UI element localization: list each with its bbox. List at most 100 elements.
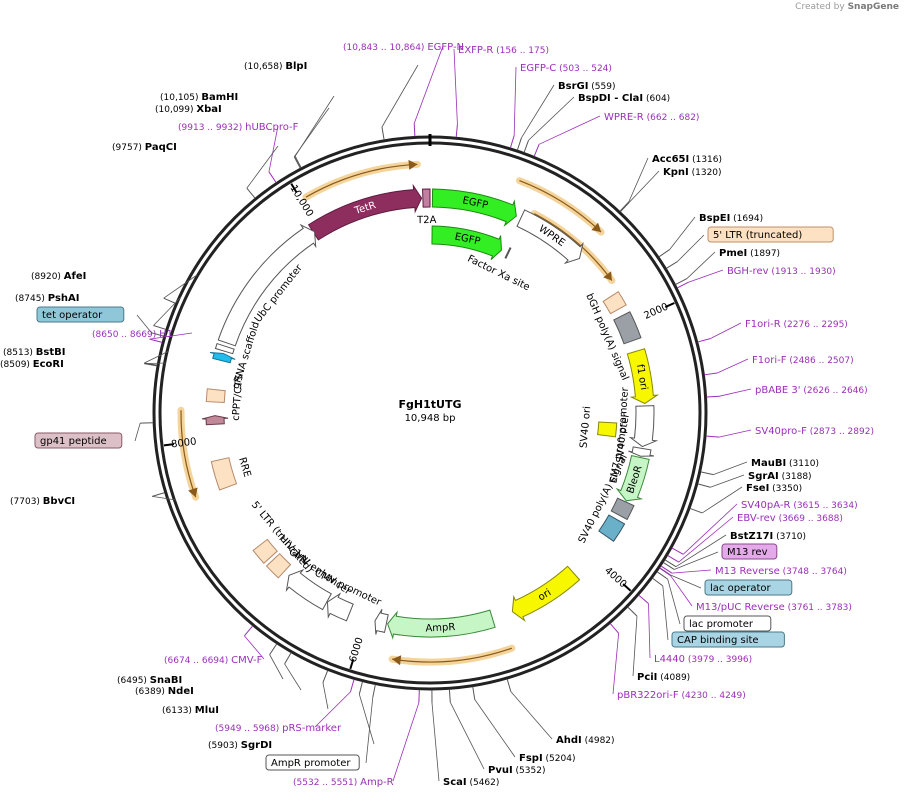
primer-coord: (3615 .. 3634) (790, 501, 857, 511)
feature-grna (214, 342, 235, 355)
feature-ltr5b (252, 538, 278, 564)
leader-outer-paqci (246, 145, 279, 189)
feature-label-sv40promoter: SV40 promoter (615, 386, 631, 463)
leader-inner-fspi (472, 686, 476, 700)
label-blpi: (10,658) BlpI (244, 61, 419, 140)
label-cap: CAP binding site (652, 577, 785, 648)
label-amp-r: (5532 .. 5551) Amp-R (293, 689, 420, 788)
enzyme-coord: (8745) (15, 294, 48, 304)
leader-inner-prs-marker (349, 679, 355, 693)
leader-inner-blpi (381, 126, 385, 140)
leader-inner-pbabe3 (706, 395, 720, 398)
primer-name: EBV-rev (737, 513, 776, 524)
primer-text-f1ori-r: F1ori-R (2276 .. 2295) (745, 319, 848, 330)
enzyme-coord: (4982) (582, 736, 615, 746)
enzyme-name: BspEI (699, 213, 730, 224)
enzyme-name: BspDI (578, 93, 611, 104)
enzyme-text-blpi: (10,658) BlpI (244, 61, 307, 72)
enzyme-name: BstZ17I (730, 531, 773, 542)
leader-inner-maubi (700, 471, 714, 476)
primer-text-f1ori-f: F1ori-F (2486 .. 2507) (752, 355, 854, 366)
leader-outer-pmei (686, 251, 716, 279)
leader-inner-pbr322 (609, 623, 620, 634)
orf-arrowhead-orf5 (188, 487, 198, 498)
orf-layer (177, 159, 616, 666)
feature-box-text-tet-operator: tet operator (42, 310, 103, 321)
enzyme-coord: (559) (588, 82, 615, 92)
leader-outer-m13reverse (671, 569, 712, 574)
enzyme-text-bamhi: (10,105) BamHI (160, 92, 238, 103)
label-m13puc: M13/pUC Reverse (3761 .. 3783) (659, 567, 852, 613)
primer-text-exfp-r: EXFP-R (156 .. 175) (458, 45, 549, 56)
primer-coord: (3979 .. 3996) (685, 655, 752, 665)
label-bgh-rev: BGH-rev (1913 .. 1930) (676, 266, 836, 289)
leader-outer-pbr322 (612, 633, 620, 695)
tick-2000 (664, 302, 675, 309)
label-kpni: KpnI (1320) (619, 167, 722, 213)
enzyme-name: EcoRI (33, 359, 64, 370)
plasmid-name: FgH1tUTG (399, 398, 462, 411)
enzyme-coord: (5352) (513, 766, 546, 776)
feature-t2a (422, 188, 431, 208)
tick-8000 (163, 443, 175, 447)
enzyme-name: SnaBI (150, 675, 182, 686)
enzyme-coord: (8509) (0, 360, 33, 370)
leader-outer-ndei (284, 663, 302, 691)
enzyme-coord: (1694) (730, 214, 763, 224)
orf-line-orf4 (392, 647, 513, 663)
leader-inner-paqci (246, 187, 256, 199)
leader-inner-pvui (448, 689, 451, 703)
enzyme-name: PmeI (719, 248, 747, 259)
feature-box-lac-promoter (683, 615, 772, 632)
credit-text: Created by (795, 2, 845, 12)
leader-inner-cmv-f (244, 625, 254, 637)
leader-outer-pshai (153, 296, 182, 326)
primer-name: F1ori-R (745, 319, 781, 330)
leader-outer-maubi (713, 461, 748, 475)
primer-text-egfp-n: (10,843 .. 10,864) EGFP-N (343, 42, 464, 53)
primer-name: BGH-rev (727, 266, 769, 277)
leader-inner-bspei (658, 249, 670, 258)
orf-line-orf3 (534, 213, 613, 281)
leader-outer-bspei (669, 216, 696, 250)
orf-band-orf4 (388, 644, 516, 666)
enzyme-name: PvuI (488, 765, 513, 776)
enzyme-text-bbvci: (7703) BbvCI (10, 496, 75, 507)
label-pcii: PciI (4089) (627, 606, 690, 683)
enzyme-name: SgrAI (748, 471, 779, 482)
feature-gp41box (201, 415, 229, 426)
primer-coord: (3748 .. 3764) (780, 567, 847, 577)
feature-ampr (387, 609, 496, 640)
label-ltr5: 5' LTR (truncated) (665, 226, 834, 269)
leader-outer-m13rev (674, 551, 719, 570)
label-pmei: PmeI (1897) (675, 248, 780, 286)
label-bsrgi: BsrGI (559) (516, 81, 616, 151)
leader-outer-afei (163, 274, 198, 299)
primer-text-hubcpro-f: (9913 .. 9932) hUBCpro-F (178, 122, 299, 133)
primer-text-bgh-rev: BGH-rev (1913 .. 1930) (727, 266, 836, 277)
feature-wpre (516, 209, 584, 265)
tick-label-0: 2000 (642, 301, 670, 321)
leader-inner-bamhi (294, 156, 302, 169)
tick-6000 (349, 659, 355, 670)
leader-outer-kpni (628, 170, 660, 203)
label-fsei: FseI (3350) (689, 483, 802, 514)
primer-name: Amp-R (360, 777, 394, 788)
label-pbabe3: pBABE 3' (2626 .. 2646) (706, 385, 868, 398)
label-sv40pro-f: SV40pro-F (2873 .. 2892) (705, 426, 874, 438)
enzyme-name: MauBI (751, 458, 786, 469)
enzyme-coord: (9757) (112, 143, 145, 153)
label-ampr-promoter: AmpR promoter (265, 684, 376, 771)
tick-label-1: 4000 (602, 565, 628, 590)
enzyme-name: ScaI (443, 777, 467, 788)
leader-outer-pcii (632, 616, 638, 677)
enzyme-name: FspI (519, 753, 543, 764)
orf-arrowhead-orf1 (408, 159, 418, 170)
leader-inner-mlui (322, 670, 329, 683)
leader-outer-egfp-n (413, 45, 444, 124)
leader-inner-pcii (627, 606, 638, 617)
feature-cmvenh (285, 568, 332, 611)
feature-h1box (210, 351, 236, 364)
feature-box-gp41 (34, 432, 123, 449)
leader-inner-tet-operator (151, 332, 164, 337)
